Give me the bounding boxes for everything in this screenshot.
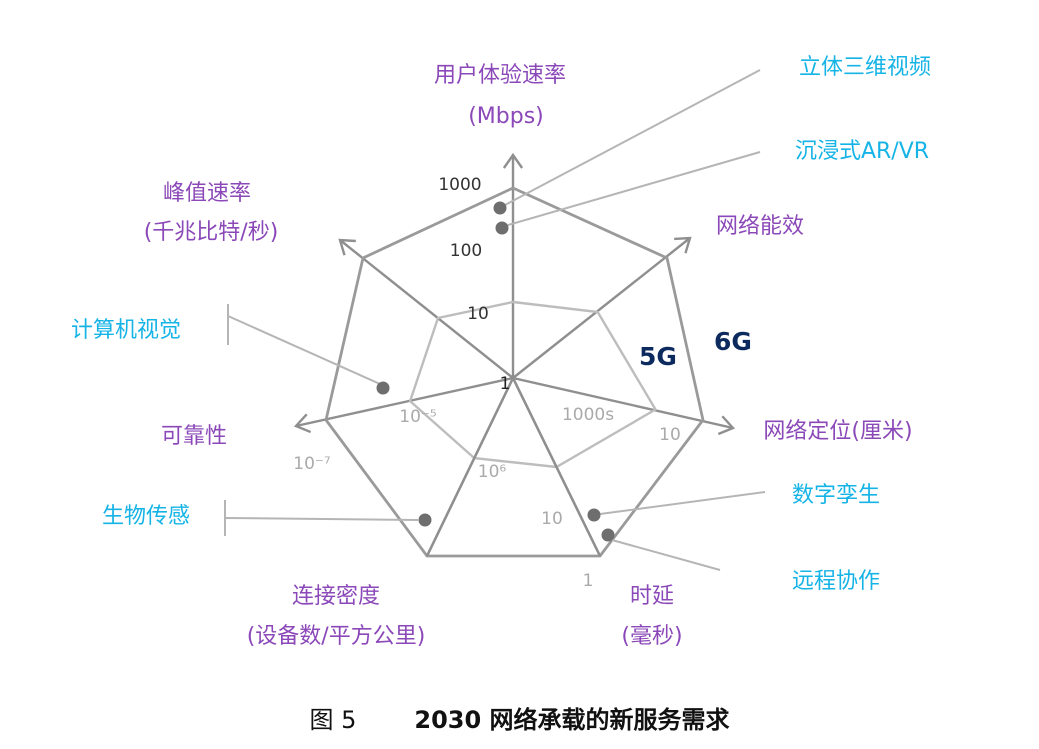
tick-label-user_rate-0: 1 <box>500 374 511 394</box>
callout-leader-3 <box>224 517 419 521</box>
axis-arrowhead-user_rate <box>502 152 524 169</box>
series-polygon-6G <box>324 186 705 558</box>
axis-arrowhead-reliability <box>293 413 312 434</box>
axis-title-positioning: 网络定位(厘米) <box>763 419 912 444</box>
axis-line-latency-outer <box>511 377 602 557</box>
axis-unit-peak_rate: (千兆比特/秒) <box>144 220 279 245</box>
tick-label-latency-0: 1 <box>583 571 594 591</box>
callout-leader-1 <box>507 151 761 226</box>
axis-line-reliability <box>295 376 514 428</box>
callout-dot-4 <box>587 508 601 522</box>
tick-label-user_rate-3: 1000 <box>438 175 481 195</box>
callout-label-1: 沉浸式AR/VR <box>795 139 929 164</box>
axis-title-reliability: 可靠性 <box>161 424 227 449</box>
axis-line-peak_rate <box>339 239 514 379</box>
callout-dot-1 <box>495 221 509 235</box>
callout-label-0: 立体三维视频 <box>799 55 931 80</box>
axis-title-peak_rate: 峰值速率 <box>163 181 251 206</box>
tick-label-user_rate-2: 100 <box>450 241 482 261</box>
axis-line-energy <box>512 237 691 379</box>
figure-caption: 图 5 2030 网络承载的新服务需求 <box>0 700 1039 735</box>
callout-label-5: 远程协作 <box>792 569 880 594</box>
axis-unit-density: (设备数/平方公里) <box>247 624 426 649</box>
axis-line-density-outer <box>425 377 515 557</box>
callout-dot-5 <box>601 528 615 542</box>
callout-dot-3 <box>418 513 432 527</box>
callout-label-2: 计算机视觉 <box>71 318 181 343</box>
axis-line-positioning <box>512 376 734 430</box>
callout-label-4: 数字孪生 <box>792 483 880 508</box>
callout-leader-0 <box>504 69 761 206</box>
callout-leader-5 <box>611 539 721 571</box>
series-label-6G: 6G <box>714 327 752 356</box>
tick-label-latency-extra: 1000s <box>562 405 614 425</box>
tick-label-reliability-0: 10⁻⁵ <box>399 407 436 427</box>
callout-leader-2 <box>227 315 381 385</box>
callout-dot-0 <box>493 201 507 215</box>
axis-arrowhead-peak_rate <box>338 238 356 256</box>
axis-arrowhead-energy <box>674 236 692 254</box>
series-polygon-5G <box>408 300 658 469</box>
axis-unit-latency: (毫秒) <box>621 624 682 649</box>
axis-title-energy: 网络能效 <box>716 214 804 239</box>
axis-title-user_rate: 用户体验速率 <box>434 63 566 88</box>
tick-label-user_rate-1: 10 <box>467 304 489 324</box>
tick-label-density-0: 10⁶ <box>478 462 507 482</box>
callout-label-3: 生物传感 <box>102 504 190 529</box>
tick-label-positioning-0: 10 <box>659 425 681 445</box>
tick-label-reliability-1: 10⁻⁷ <box>293 454 331 474</box>
axis-title-latency: 时延 <box>630 584 674 609</box>
axis-unit-user_rate: (Mbps) <box>468 104 544 129</box>
caption-figure-number: 图 5 <box>309 706 357 734</box>
callout-leader-4 <box>599 491 766 515</box>
axis-title-density: 连接密度 <box>292 584 380 609</box>
tick-label-latency-1: 10 <box>541 509 563 529</box>
series-label-5G: 5G <box>639 342 677 371</box>
callout-dot-2 <box>376 381 390 395</box>
axis-arrowhead-positioning <box>717 415 736 436</box>
caption-title: 2030 网络承载的新服务需求 <box>414 706 730 734</box>
